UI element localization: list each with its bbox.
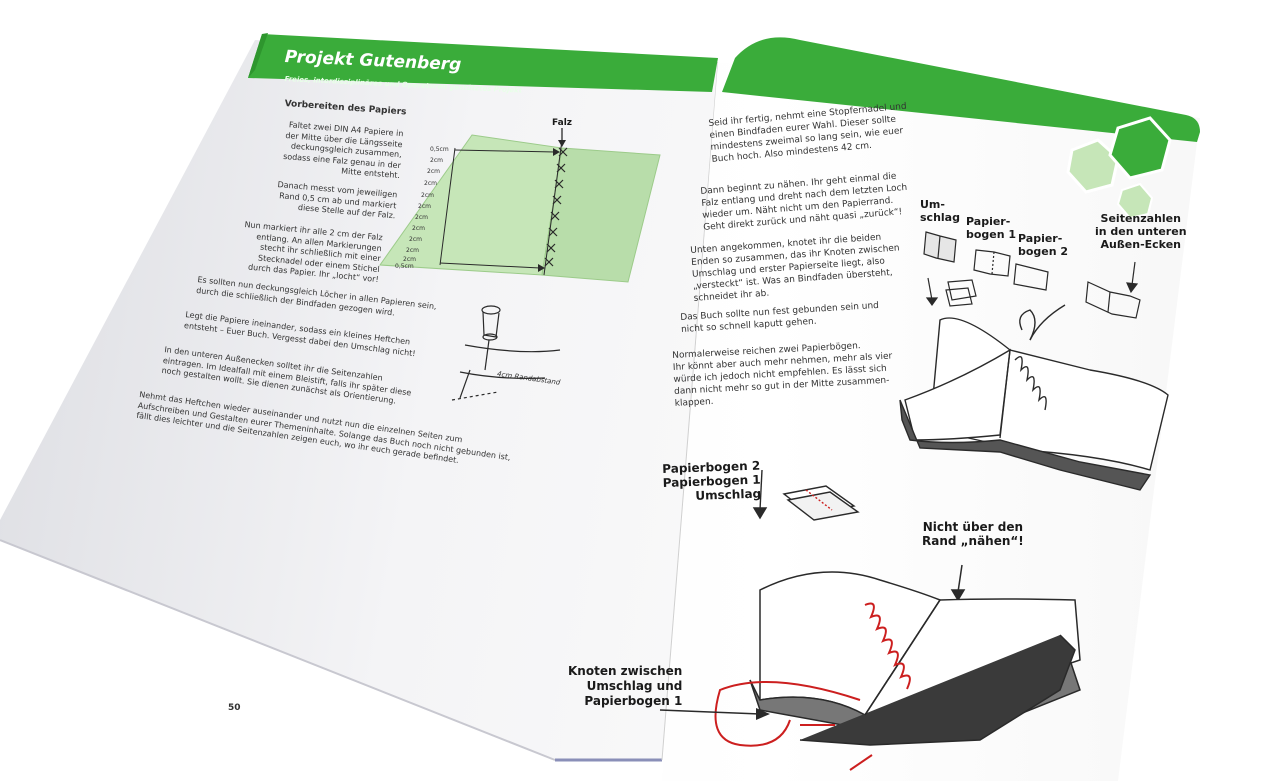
- ruler-tick: 2cm: [412, 225, 425, 232]
- ruler-tick: 2cm: [415, 214, 428, 221]
- ruler-tick: 2cm: [421, 192, 434, 199]
- left-page-number: 50: [228, 703, 241, 713]
- ruler-tick: 2cm: [430, 157, 443, 164]
- ruler-tick: 2cm: [403, 256, 416, 263]
- ruler-tick: 2cm: [418, 203, 431, 210]
- ruler-tick: 0,5cm: [430, 146, 449, 153]
- fold-label: Falz: [552, 118, 573, 128]
- label-bogen2: Papier- bogen 2: [1018, 232, 1069, 258]
- ruler-tick: 0,5cm: [395, 263, 414, 270]
- label-knoten: Knoten zwischen Umschlag und Papierbogen…: [568, 664, 683, 708]
- label-umschlag: Um- schlag: [920, 198, 960, 224]
- ruler-tick: 2cm: [409, 236, 422, 243]
- ruler-tick: 2cm: [424, 180, 437, 187]
- ruler-tick: 2cm: [406, 247, 419, 254]
- label-rand: Nicht über den Rand „nähen“!: [922, 520, 1024, 548]
- label-seitenzahlen: Seitenzahlen in den unteren Außen-Ecken: [1095, 212, 1187, 251]
- label-bogen1: Papier- bogen 1: [966, 215, 1017, 241]
- ruler-tick: 2cm: [427, 168, 440, 175]
